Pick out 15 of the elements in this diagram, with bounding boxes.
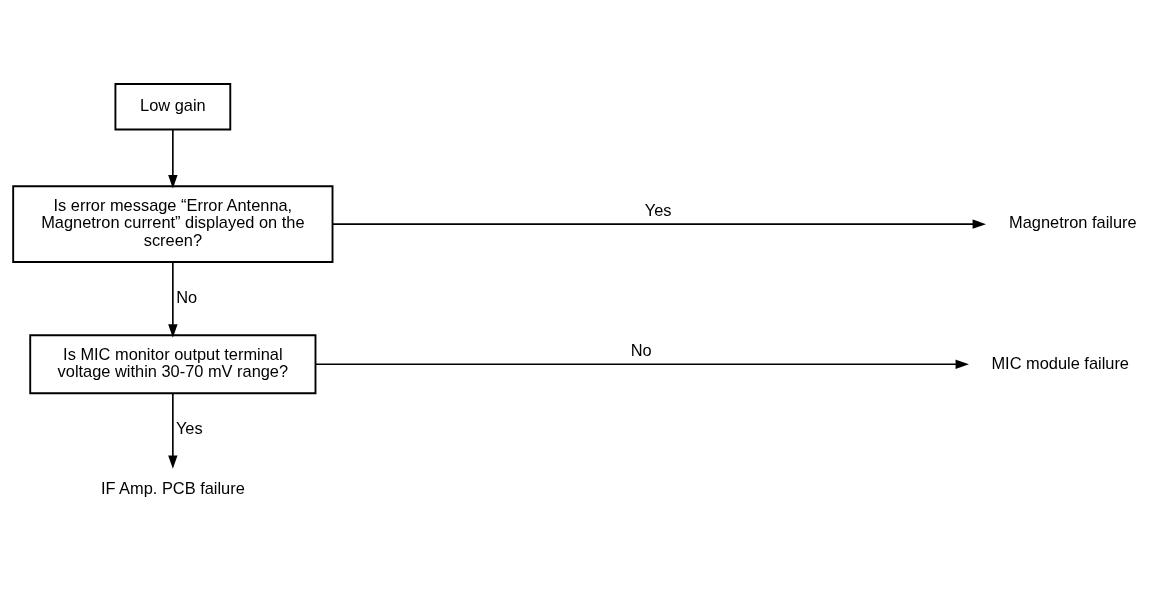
edge-label: Yes: [175, 418, 203, 437]
node-box: Is error message “Error Antenna, Magnetron current” displayed on the screen?: [12, 184, 334, 263]
node-box: Low gain: [114, 82, 232, 130]
edge-label: No: [630, 340, 652, 359]
arrow: [331, 218, 986, 229]
arrow: [168, 128, 178, 188]
edge-label: No: [176, 287, 198, 306]
node-text: Magnetron failure: [1009, 212, 1137, 231]
node-text: MIC module failure: [991, 353, 1129, 372]
edge-label: Yes: [644, 200, 672, 219]
arrow: [168, 260, 178, 338]
arrow: [315, 359, 969, 369]
node-box: Is MIC monitor output terminal voltage within 30-70 mV range?: [29, 333, 317, 394]
arrow: [168, 392, 178, 469]
node-text: IF Amp. PCB failure: [100, 478, 245, 497]
